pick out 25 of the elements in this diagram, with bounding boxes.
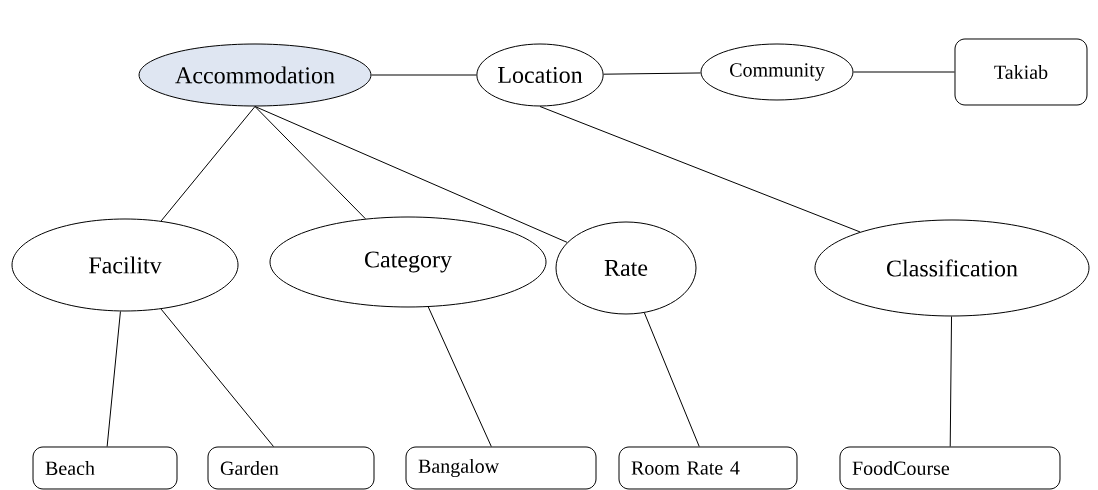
rounded-box: Beach [32,446,178,490]
connector-line [160,106,256,222]
ellipse-node: Classification [814,219,1090,317]
connector-line [853,71,955,73]
rounded-box: Room Rate 4 [618,446,798,490]
ellipse-node: Accommodation [138,43,372,107]
rounded-box: Takiab [954,38,1088,106]
connector-line [160,308,274,447]
connector-line [106,310,121,447]
connector-line [539,106,861,233]
rounded-box: FoodCourse [839,446,1061,490]
connector-line [949,316,952,447]
rounded-box: Bangalow [405,446,597,490]
ellipse-node: Facilitv [11,218,239,312]
connector-line [254,106,366,220]
ellipse-node: Category [269,216,547,308]
ellipse-node: Rate [555,221,697,315]
connector-line [254,106,568,243]
connector-line [427,306,492,447]
ellipse-node: Community [700,43,854,101]
connector-line [603,72,702,75]
rounded-box: Garden [207,446,375,490]
ellipse-node: Location [476,43,604,107]
connector-line [643,312,700,447]
connector-line [370,74,477,76]
